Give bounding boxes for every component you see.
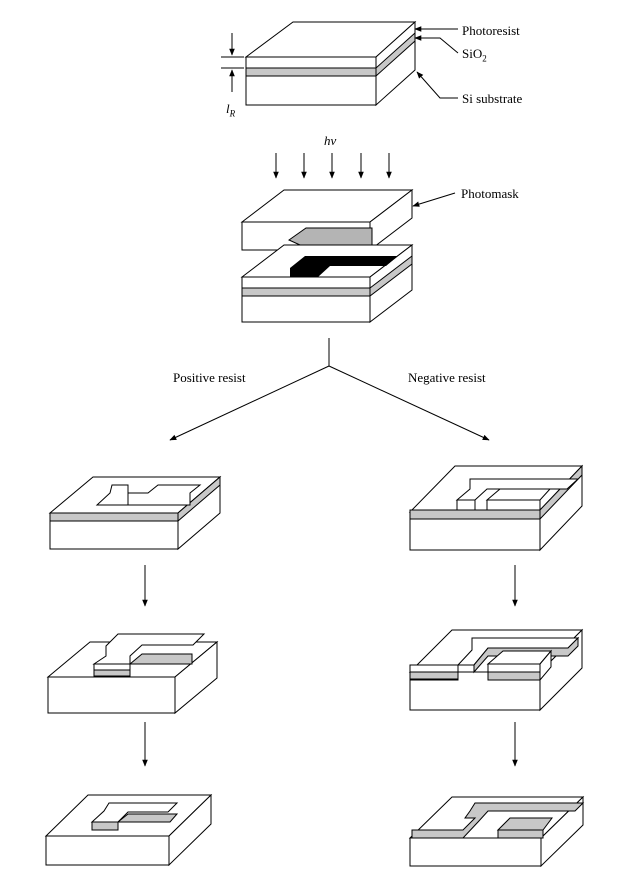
photomask-plate [240,188,414,252]
negative-etched-wafer [408,628,584,712]
uv-arrows [273,153,392,179]
photomask-label: Photomask [461,186,519,201]
positive-final-wafer [44,793,213,867]
photoresist-label: Photoresist [462,23,520,38]
wafer-stack-initial [244,20,417,107]
negative-developed-wafer [408,464,584,552]
mask-pattern [287,227,373,246]
lr-dimension [221,33,244,92]
lr-label-main: l [226,101,230,116]
si-substrate-label: Si substrate [462,91,523,106]
sio2-label: SiO2 [462,47,487,64]
si-substrate-leader [416,71,458,99]
positive-developed-wafer [48,475,222,551]
photomask-leader [412,192,456,207]
negative-final-wafer [408,795,585,868]
lr-label: lR [226,102,235,119]
exposed-pattern [290,256,398,277]
sio2-leader [414,35,459,54]
hv-label: hv [324,133,337,148]
wafer-stack-exposed [240,243,414,324]
positive-etched-wafer [46,633,219,715]
sio2-label-sub: 2 [482,53,487,64]
branch-arrows [169,338,490,441]
sio2-label-main: SiO [462,46,483,61]
positive-resist-label: Positive resist [173,370,246,385]
negative-resist-label: Negative resist [408,370,486,385]
lr-label-sub: R [229,108,236,119]
